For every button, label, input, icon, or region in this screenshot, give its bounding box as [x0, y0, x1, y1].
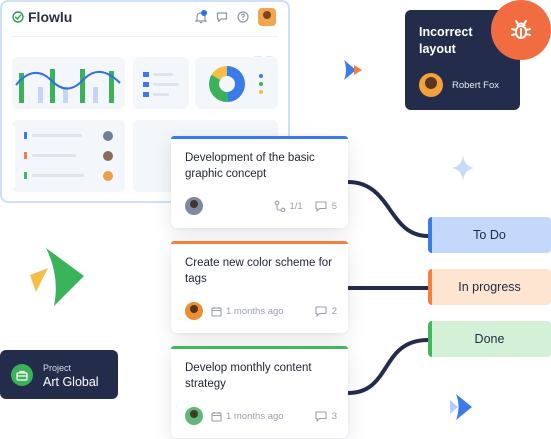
list-widget	[133, 57, 189, 109]
reporter-name: Robert Fox	[452, 79, 499, 91]
sparkle-small-top-icon	[344, 60, 362, 80]
calendar-icon	[211, 411, 222, 422]
header-divider	[12, 36, 278, 37]
window-controls	[254, 46, 278, 59]
task-title: Develop monthly content strategy	[185, 362, 312, 390]
notification-dot	[201, 9, 207, 16]
status-accent	[428, 321, 432, 357]
list-icon	[143, 72, 179, 97]
due-date: 1 months ago	[211, 306, 284, 317]
project-icon-wrap	[11, 364, 33, 386]
sparkle-bottom-icon	[450, 394, 472, 420]
due-date: 1 months ago	[211, 411, 284, 422]
chart-widget	[12, 57, 125, 109]
tasks-widget	[12, 120, 125, 192]
status-accent	[428, 217, 432, 253]
notifications-button[interactable]	[195, 9, 207, 24]
comments-count[interactable]: 5	[315, 201, 337, 212]
task-card[interactable]: Development of the basic graphic concept…	[171, 136, 348, 228]
status-in-progress[interactable]: In progress	[428, 269, 551, 305]
task-card[interactable]: Create new color scheme for tags 1 month…	[171, 241, 348, 333]
status-done[interactable]: Done	[428, 321, 551, 357]
sparkle-large-icon	[30, 248, 84, 306]
check-circle-icon	[12, 11, 24, 23]
due-date-value: 1 months ago	[226, 410, 284, 422]
bug-icon	[511, 20, 531, 39]
user-avatar[interactable]	[258, 8, 276, 26]
help-icon[interactable]	[237, 11, 249, 23]
bug-title: Incorrect layout	[419, 25, 473, 56]
comments-value: 5	[331, 200, 337, 212]
bug-badge	[491, 0, 551, 60]
connector-done	[346, 338, 430, 395]
card-accent-bar	[171, 136, 348, 139]
task-meta: 1 months ago 2	[185, 302, 337, 320]
comments-count[interactable]: 3	[315, 411, 337, 422]
assignee-avatar[interactable]	[185, 197, 203, 215]
comment-icon	[315, 410, 327, 422]
briefcase-icon	[16, 370, 28, 381]
subtasks-count: 1/1	[274, 200, 303, 212]
project-name: Art Global	[43, 375, 99, 389]
comments-count[interactable]: 2	[315, 306, 337, 317]
donut-widget	[195, 57, 278, 109]
brand-logo-text: Flowlu	[28, 9, 73, 25]
project-badge[interactable]: Project Art Global	[0, 350, 118, 399]
status-todo[interactable]: To Do	[428, 217, 551, 253]
task-card[interactable]: Develop monthly content strategy 1 month…	[171, 346, 348, 438]
connector-todo	[346, 180, 430, 238]
comment-icon	[315, 200, 327, 212]
status-label: To Do	[473, 228, 506, 242]
card-accent-bar	[171, 346, 348, 349]
reporter-avatar[interactable]	[419, 73, 443, 97]
task-meta: 1/1 5	[185, 197, 337, 215]
assignee-avatar[interactable]	[185, 302, 203, 320]
subtasks-value: 1/1	[289, 200, 303, 212]
comment-icon	[315, 305, 327, 317]
assignee-avatar[interactable]	[185, 407, 203, 425]
task-title: Create new color scheme for tags	[185, 257, 333, 285]
sparkle-star-icon	[452, 155, 474, 181]
card-accent-bar	[171, 241, 348, 244]
bar-line-chart	[15, 69, 121, 103]
calendar-icon	[211, 306, 222, 317]
comments-value: 3	[331, 410, 337, 422]
bug-reporter: Robert Fox	[419, 73, 499, 97]
task-title: Development of the basic graphic concept	[185, 152, 315, 180]
dashboard-header: Flowlu	[12, 8, 276, 28]
comments-value: 2	[331, 305, 337, 317]
subtask-icon	[275, 200, 286, 212]
task-meta: 1 months ago 3	[185, 407, 337, 425]
due-date-value: 1 months ago	[226, 305, 284, 317]
project-label: Project	[43, 363, 72, 373]
task-list-preview	[12, 126, 113, 188]
status-accent	[428, 269, 432, 305]
status-label: In progress	[458, 280, 521, 294]
donut-chart	[209, 66, 263, 102]
chat-icon[interactable]	[216, 11, 228, 23]
status-label: Done	[474, 332, 505, 346]
